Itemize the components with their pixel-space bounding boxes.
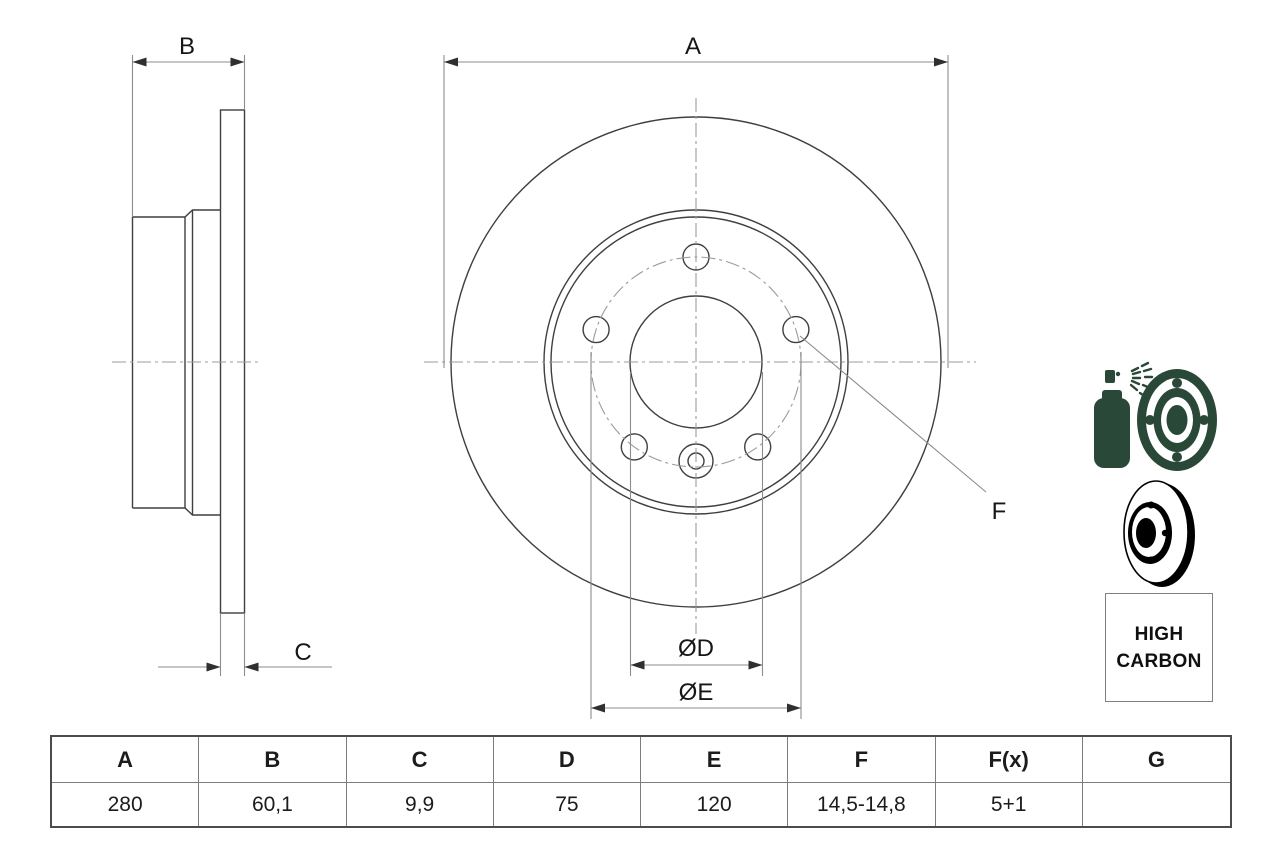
table-value-cell <box>1083 783 1230 826</box>
table-header-cell: E <box>641 737 789 783</box>
dimension-c-label: C <box>294 639 311 666</box>
high-carbon-line2: CARBON <box>1116 650 1202 672</box>
spray-nozzle <box>1105 370 1115 383</box>
coated-disc-spray-icon <box>1094 361 1217 471</box>
table-value-cell: 9,9 <box>347 783 494 826</box>
table-value-cell: 5+1 <box>936 783 1083 826</box>
table-value-cell: 75 <box>494 783 641 826</box>
dimension-f-label: F <box>992 498 1007 525</box>
table-header-cell: F <box>788 737 936 783</box>
technical-drawing: A B C F ØD ØE <box>112 33 1007 719</box>
dimension-a-label: A <box>685 33 701 60</box>
bolt-hole <box>744 433 772 461</box>
brake-disc-side-icon <box>1123 480 1195 587</box>
high-carbon-line1: HIGH <box>1134 623 1184 645</box>
table-header-cell: F(x) <box>935 737 1083 783</box>
spray-icon-bolt-holes <box>1145 378 1209 462</box>
dimension-e-label: ØE <box>679 679 714 706</box>
dimension-table: A B C D E F F(x) G 280 60,1 9,9 75 120 1… <box>50 735 1232 828</box>
spray-fan <box>1129 361 1154 399</box>
table-value-cell: 280 <box>52 783 200 826</box>
bolt-hole <box>620 433 648 461</box>
table-header-cell: G <box>1082 737 1230 783</box>
f-leader-line <box>799 335 987 493</box>
dimension-b-label: B <box>179 33 195 60</box>
table-value-cell: 60,1 <box>199 783 347 826</box>
dimension-arrowheads <box>132 57 948 713</box>
table-value-cell: 120 <box>641 783 789 826</box>
bolt-hole <box>782 315 810 344</box>
high-carbon-badge: HIGH CARBON <box>1105 593 1213 702</box>
bolt-hole <box>582 315 610 344</box>
table-value-cell: 14,5-14,8 <box>788 783 936 826</box>
table-header-cell: D <box>493 737 641 783</box>
dimension-lines <box>131 55 987 719</box>
dimension-d-label: ØD <box>678 635 714 662</box>
table-header-cell: A <box>52 737 200 783</box>
table-header-cell: B <box>199 737 347 783</box>
table-header-cell: C <box>346 737 494 783</box>
